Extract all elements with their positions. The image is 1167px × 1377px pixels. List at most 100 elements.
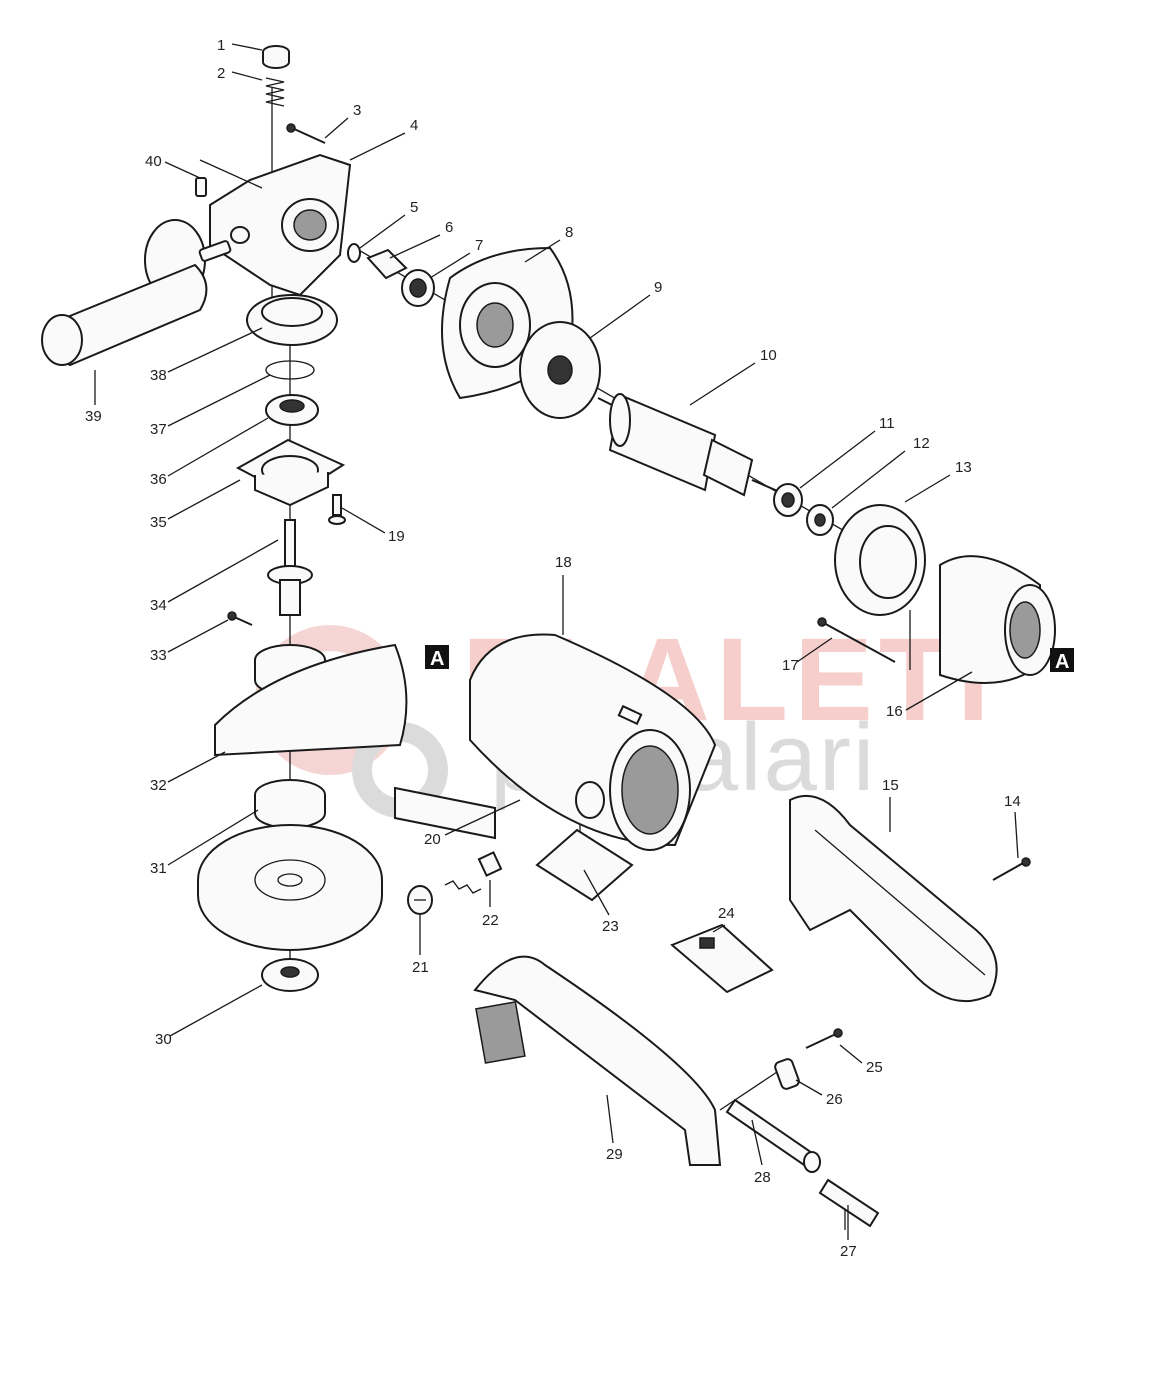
callout-8: 8 xyxy=(565,224,573,241)
part-40-pin xyxy=(195,177,207,197)
part-34-spindle xyxy=(267,519,313,616)
callout-36: 36 xyxy=(150,471,167,488)
callout-37: 37 xyxy=(150,421,167,438)
part-37-retaining-ring xyxy=(265,360,315,380)
callout-34: 34 xyxy=(150,597,167,614)
callout-38: 38 xyxy=(150,367,167,384)
part-27-cord xyxy=(818,1178,880,1228)
leader-line-12 xyxy=(831,450,906,509)
part-14-screw xyxy=(992,857,1031,881)
callout-19: 19 xyxy=(388,528,405,545)
callout-22: 22 xyxy=(482,912,499,929)
callout-29: 29 xyxy=(606,1146,623,1163)
part-12-bearing xyxy=(806,504,834,536)
callout-31: 31 xyxy=(150,860,167,877)
callout-21: 21 xyxy=(412,959,429,976)
callout-15: 15 xyxy=(882,777,899,794)
marker-a-right: A xyxy=(1050,648,1074,673)
leader-line-14 xyxy=(1014,811,1019,859)
callout-7: 7 xyxy=(475,237,483,254)
leader-line-23 xyxy=(583,869,610,916)
leader-line-25 xyxy=(839,1044,863,1064)
leader-line-34 xyxy=(167,539,279,603)
callout-23: 23 xyxy=(602,918,619,935)
callout-11: 11 xyxy=(879,415,895,432)
leader-line-36 xyxy=(167,417,269,477)
part-20-label xyxy=(394,786,496,840)
part-33-screw xyxy=(227,611,253,626)
leader-line-38 xyxy=(167,327,263,373)
part-24-switch xyxy=(670,923,774,994)
part-31-pad xyxy=(254,779,326,829)
part-1-cap xyxy=(262,45,290,69)
callout-6: 6 xyxy=(445,219,453,236)
part-25-screw xyxy=(805,1028,843,1049)
leader-line-7 xyxy=(429,252,471,279)
leader-line-17 xyxy=(796,637,833,663)
leader-line-1 xyxy=(231,43,263,51)
leader-line-40 xyxy=(164,161,201,179)
part-10-armature xyxy=(597,393,781,497)
callout-33: 33 xyxy=(150,647,167,664)
leader-line-9 xyxy=(589,294,651,339)
leader-line-8 xyxy=(524,239,561,263)
part-11-bearing xyxy=(773,483,803,517)
callout-14: 14 xyxy=(1004,793,1021,810)
leader-line-19 xyxy=(341,507,386,534)
part-23-nameplate xyxy=(535,828,634,902)
leader-line-35 xyxy=(167,479,241,520)
leader-line-31 xyxy=(167,809,259,866)
part-4-gear-housing xyxy=(209,153,352,297)
callout-5: 5 xyxy=(410,199,418,216)
callout-25: 25 xyxy=(866,1059,883,1076)
leader-line-20 xyxy=(444,799,521,836)
callout-1: 1 xyxy=(217,37,225,54)
callout-24: 24 xyxy=(718,905,735,922)
callout-9: 9 xyxy=(654,279,662,296)
part-17-screw xyxy=(817,617,896,663)
leader-line-40b xyxy=(199,159,263,189)
leader-line-26 xyxy=(795,1079,823,1096)
leader-line-3 xyxy=(324,117,349,139)
callout-35: 35 xyxy=(150,514,167,531)
callout-10: 10 xyxy=(760,347,777,364)
part-13-baffle-plate xyxy=(834,504,926,616)
part-31-disc xyxy=(197,824,383,951)
part-36-bearing xyxy=(265,394,319,426)
part-22-carbon-brush xyxy=(444,851,503,894)
callout-12: 12 xyxy=(913,435,930,452)
callout-13: 13 xyxy=(955,459,972,476)
marker-a-left: A xyxy=(425,645,449,670)
part-19-screw xyxy=(328,494,346,525)
leader-line-10 xyxy=(689,362,756,406)
callout-28: 28 xyxy=(754,1169,771,1186)
leader-line-13 xyxy=(904,474,951,503)
part-15-handle-cover xyxy=(789,795,998,1003)
part-28-cord-guard xyxy=(725,1098,821,1173)
leader-line-28 xyxy=(751,1119,763,1166)
part-9-fan xyxy=(519,321,601,419)
part-39-side-handle xyxy=(41,219,232,367)
part-29-rear-handle xyxy=(473,955,722,1166)
callout-2: 2 xyxy=(217,65,225,82)
callout-17: 17 xyxy=(782,657,799,674)
part-38-bevel-gear xyxy=(246,294,338,346)
part-26-cord-clamp xyxy=(774,1058,800,1090)
leader-line-32 xyxy=(167,751,226,783)
callout-4: 4 xyxy=(410,117,418,134)
leader-line-16 xyxy=(905,671,973,711)
leader-line-5 xyxy=(359,214,406,249)
callout-30: 30 xyxy=(155,1031,172,1048)
svg-text:A: A xyxy=(430,648,444,670)
callout-27: 27 xyxy=(840,1243,857,1260)
part-18-motor-housing xyxy=(469,633,717,851)
leader-line-30 xyxy=(169,984,263,1037)
leader-line-2 xyxy=(231,71,263,81)
callout-3: 3 xyxy=(353,102,361,119)
callout-32: 32 xyxy=(150,777,167,794)
leader-line-37 xyxy=(167,374,271,427)
part-6-pinion xyxy=(366,248,408,280)
callout-18: 18 xyxy=(555,554,572,571)
